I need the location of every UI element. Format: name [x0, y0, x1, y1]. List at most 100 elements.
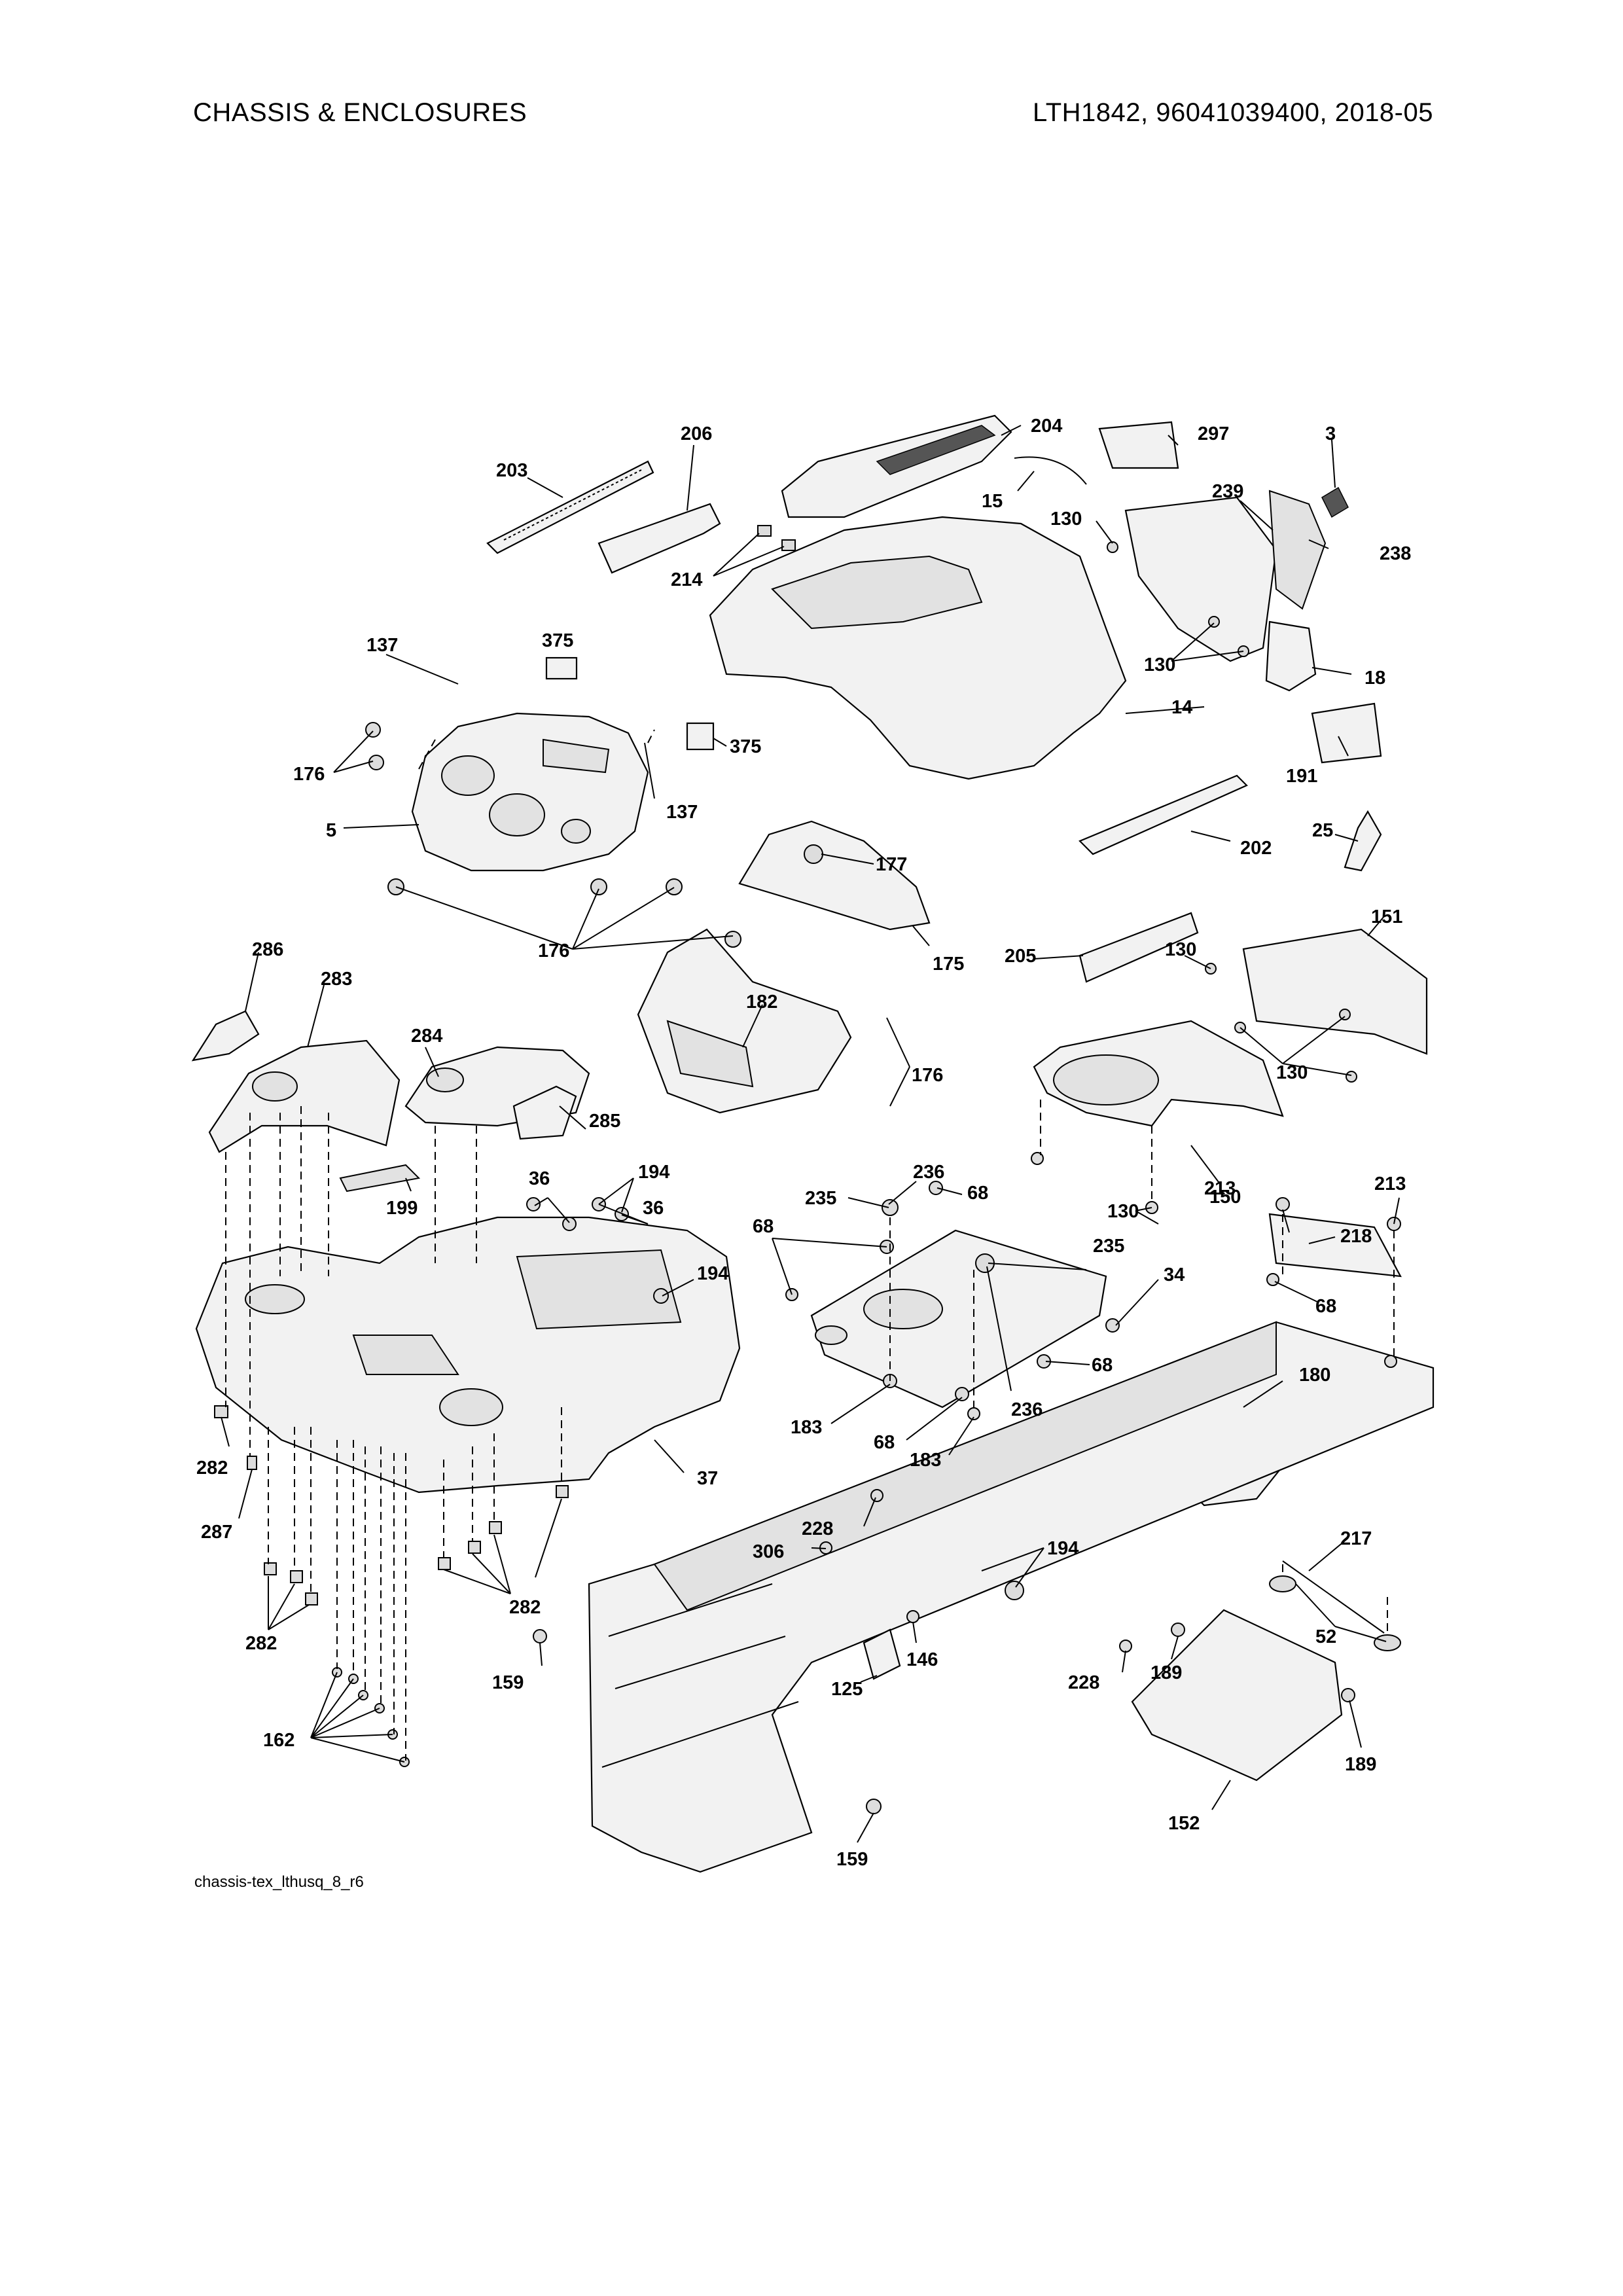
callout-217: 217 — [1340, 1528, 1372, 1549]
callout-146: 146 — [906, 1649, 938, 1670]
part-18-front-bumper — [1265, 620, 1317, 692]
part-214-clip — [781, 539, 796, 551]
part-152-shield — [1131, 1609, 1343, 1782]
callout-159-left: 159 — [492, 1672, 524, 1693]
callout-25: 25 — [1312, 820, 1333, 841]
callout-285: 285 — [589, 1111, 620, 1132]
alignment-lines — [225, 729, 1395, 1761]
callout-236-top: 236 — [913, 1162, 944, 1183]
callout-159-bottom: 159 — [836, 1849, 868, 1870]
callout-68-top: 68 — [967, 1183, 988, 1204]
part-125-clip — [863, 1628, 901, 1680]
callout-235-right: 235 — [1093, 1236, 1124, 1257]
callout-15: 15 — [982, 491, 1003, 512]
callout-194-frame: 194 — [1047, 1538, 1079, 1559]
callout-180: 180 — [1299, 1365, 1330, 1386]
callout-5: 5 — [326, 820, 336, 841]
callout-194-mid: 194 — [697, 1263, 728, 1284]
callout-150: 150 — [1209, 1187, 1241, 1208]
callout-203: 203 — [496, 460, 527, 481]
callout-137-dash: 137 — [666, 802, 698, 823]
part-218-bracket — [1268, 1213, 1402, 1278]
callout-labels: 203 206 204 297 3 15 130 239 238 214 130… — [196, 416, 1411, 1870]
section-title: CHASSIS & ENCLOSURES — [193, 98, 527, 127]
callout-199: 199 — [386, 1198, 418, 1219]
part-375-pad — [686, 722, 715, 751]
part-graphics — [191, 414, 1435, 1873]
callout-137-top: 137 — [366, 635, 398, 656]
callout-375-mid: 375 — [730, 736, 761, 757]
part-191-pad — [1311, 702, 1382, 764]
callout-130-bracket: 130 — [1165, 939, 1196, 960]
callout-36-left: 36 — [529, 1168, 550, 1189]
part-34-mounting-plate — [810, 1229, 1107, 1408]
callout-236-lower: 236 — [1011, 1399, 1043, 1420]
part-285-trim — [512, 1085, 577, 1140]
callout-34: 34 — [1164, 1265, 1185, 1285]
callout-204: 204 — [1031, 416, 1062, 437]
callout-297: 297 — [1198, 423, 1229, 444]
callout-213-left: 213 — [1204, 1178, 1236, 1199]
part-283-fender-left — [208, 1039, 401, 1153]
callout-68-right: 68 — [1315, 1296, 1336, 1317]
part-14-hood — [709, 516, 1127, 780]
small-hardware — [214, 541, 1401, 1814]
callout-282-left: 282 — [196, 1458, 228, 1479]
callout-130-liner: 130 — [1276, 1062, 1308, 1083]
callout-283: 283 — [321, 969, 352, 990]
callout-239: 239 — [1212, 481, 1243, 502]
callout-68-plate: 68 — [1092, 1355, 1113, 1376]
callout-18: 18 — [1364, 668, 1385, 689]
callout-182: 182 — [746, 992, 777, 1013]
callout-189-right: 189 — [1345, 1754, 1376, 1775]
callout-287: 287 — [201, 1522, 232, 1543]
callout-175: 175 — [933, 954, 964, 975]
callout-68-left: 68 — [753, 1216, 774, 1237]
callout-176-console: 176 — [912, 1065, 943, 1086]
callout-194-top: 194 — [638, 1162, 669, 1183]
callout-238: 238 — [1380, 543, 1411, 564]
callout-152: 152 — [1168, 1813, 1200, 1834]
leader-lines — [221, 425, 1400, 1843]
callout-228-top: 228 — [802, 1518, 833, 1539]
callout-284: 284 — [411, 1026, 442, 1047]
callout-282-mid: 282 — [509, 1597, 541, 1618]
callout-176-dash: 176 — [293, 764, 325, 785]
callout-228-lower: 228 — [1068, 1672, 1099, 1693]
callout-36-right: 36 — [643, 1198, 664, 1219]
part-205-step — [1079, 912, 1199, 983]
callout-202: 202 — [1240, 838, 1272, 859]
callout-37: 37 — [697, 1468, 718, 1489]
model-info: LTH1842, 96041039400, 2018-05 — [1032, 98, 1433, 127]
part-199-shim — [339, 1164, 421, 1193]
part-202-vent-strip — [1079, 774, 1248, 855]
part-206-bracket — [597, 503, 721, 574]
part-5-dash-panel — [411, 712, 649, 872]
part-25-latch — [1344, 810, 1382, 872]
part-375-pad — [545, 656, 578, 680]
callout-189-left: 189 — [1150, 1662, 1182, 1683]
callout-52: 52 — [1315, 1626, 1336, 1647]
callout-214: 214 — [671, 569, 702, 590]
callout-286: 286 — [252, 939, 283, 960]
callout-191: 191 — [1286, 766, 1317, 787]
callout-162: 162 — [263, 1730, 294, 1751]
callout-176-group: 176 — [538, 941, 569, 961]
callout-306: 306 — [753, 1541, 784, 1562]
part-286-cap — [191, 1010, 260, 1062]
callout-375-top: 375 — [542, 630, 573, 651]
callout-14: 14 — [1171, 697, 1192, 718]
part-3-badge — [1321, 486, 1349, 518]
callout-218: 218 — [1340, 1226, 1372, 1247]
callout-68-lower: 68 — [874, 1432, 895, 1453]
part-175-bracket — [738, 820, 931, 931]
callout-125: 125 — [831, 1679, 863, 1700]
callout-282-lower: 282 — [245, 1633, 277, 1654]
callout-130-grille: 130 — [1144, 655, 1175, 675]
part-297-pad — [1098, 421, 1179, 469]
callout-130-lower: 130 — [1107, 1201, 1139, 1222]
part-238-headlight-lens — [1268, 490, 1327, 610]
callout-183-right: 183 — [910, 1450, 941, 1471]
callout-177: 177 — [876, 854, 907, 875]
